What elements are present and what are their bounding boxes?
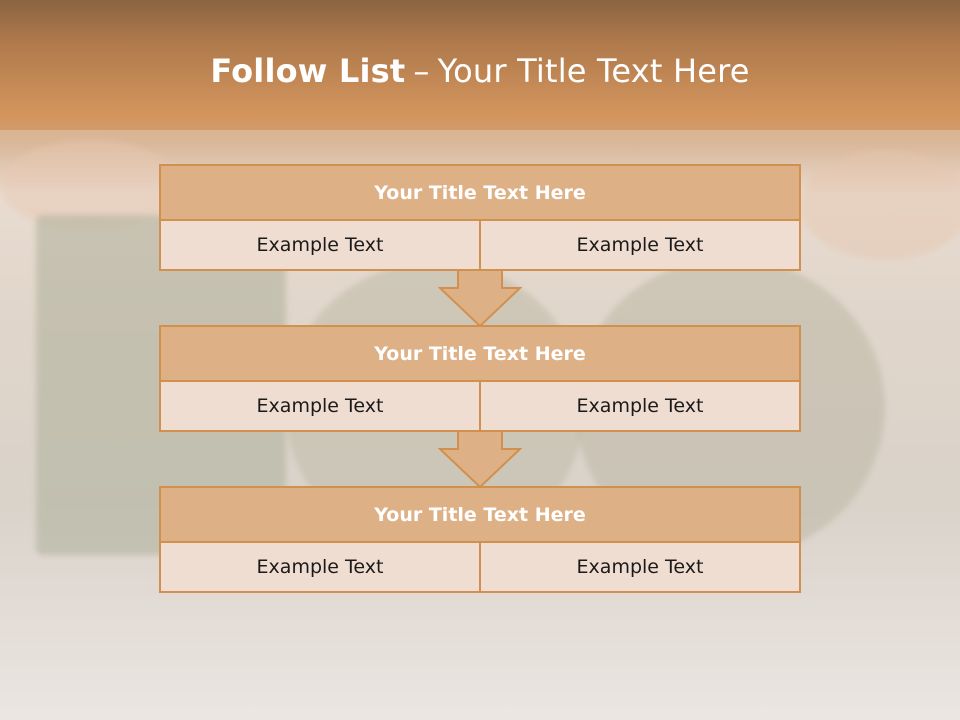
- title-bold: Follow List: [210, 52, 406, 90]
- block-row: Example Text Example Text: [159, 543, 801, 593]
- title-separator: –: [413, 52, 430, 90]
- block-cell-left: Example Text: [256, 234, 384, 256]
- down-arrow-icon: [438, 431, 522, 489]
- slide-title: Follow List–Your Title Text Here: [0, 52, 960, 90]
- block-row: Example Text Example Text: [159, 221, 801, 271]
- block-title: Your Title Text Here: [159, 486, 801, 543]
- background-hand-right: [800, 150, 960, 260]
- list-block-3: Your Title Text Here Example Text Exampl…: [159, 486, 801, 593]
- block-row: Example Text Example Text: [159, 382, 801, 432]
- block-cell-left: Example Text: [256, 395, 384, 417]
- block-cell-right: Example Text: [479, 221, 799, 269]
- list-block-2: Your Title Text Here Example Text Exampl…: [159, 325, 801, 432]
- block-cell-left: Example Text: [256, 556, 384, 578]
- block-cell-right: Example Text: [479, 543, 799, 591]
- block-title: Your Title Text Here: [159, 325, 801, 382]
- list-block-1: Your Title Text Here Example Text Exampl…: [159, 164, 801, 271]
- title-rest: Your Title Text Here: [437, 52, 750, 90]
- block-title: Your Title Text Here: [159, 164, 801, 221]
- down-arrow-icon: [438, 270, 522, 328]
- block-cell-right: Example Text: [479, 382, 799, 430]
